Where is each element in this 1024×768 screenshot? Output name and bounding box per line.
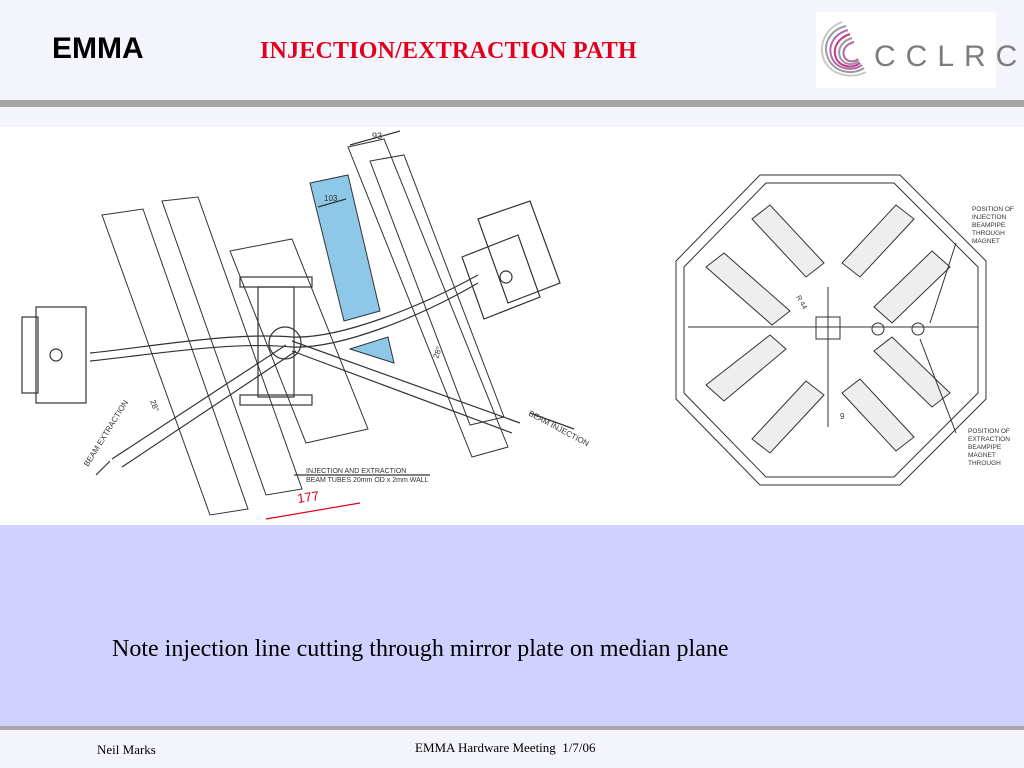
cclrc-swirl-icon bbox=[821, 21, 867, 77]
note-text: Note injection line cutting through mirr… bbox=[112, 636, 729, 662]
extraction-position-label: POSITION OFEXTRACTIONBEAMPIPEMAGNETTHROU… bbox=[968, 428, 1010, 467]
ext-label-line: MAGNET bbox=[968, 452, 996, 459]
tubes-label-line2: BEAM TUBES 20mm OD x 2mm WALL bbox=[306, 477, 429, 484]
coil-block bbox=[841, 378, 915, 452]
r44-label: R 44 bbox=[794, 295, 808, 311]
ext-label-line: BEAMPIPE bbox=[968, 444, 1002, 451]
right-valve bbox=[477, 200, 561, 304]
central-flange bbox=[239, 394, 313, 406]
dim-103-label: 103 bbox=[324, 194, 338, 203]
slide-footer: Neil Marks EMMA Hardware Meeting 1/7/06 bbox=[0, 730, 1024, 768]
left-valve bbox=[21, 316, 39, 394]
coil-block bbox=[705, 334, 787, 402]
magnet-octagon bbox=[675, 174, 987, 486]
slide-header: EMMA INJECTION/EXTRACTION PATH CCLRC bbox=[0, 0, 1024, 100]
dim-line-177 bbox=[265, 502, 361, 520]
central-port bbox=[268, 326, 302, 360]
magnet-block bbox=[369, 154, 505, 426]
dim-93-label: 93 bbox=[372, 131, 382, 141]
magnet-block bbox=[161, 196, 303, 496]
central-beampipe bbox=[815, 316, 841, 340]
inj-label-line: MAGNET bbox=[972, 238, 1000, 245]
magnet-block bbox=[347, 138, 509, 458]
beam-extraction-label: BEAM EXTRACTION bbox=[82, 398, 130, 468]
extraction-arrow bbox=[95, 460, 111, 476]
inj-label-line: THROUGH bbox=[972, 230, 1005, 237]
emma-label: EMMA bbox=[52, 32, 144, 65]
beam-injection-label: BEAM INJECTION bbox=[527, 409, 591, 449]
note-area: Note injection line cutting through mirr… bbox=[0, 525, 1024, 726]
footer-author: Neil Marks bbox=[97, 742, 156, 757]
dim-177-label: 177 bbox=[296, 488, 320, 506]
cclrc-logo-text: CCLRC bbox=[874, 40, 1024, 73]
dim-28-right-label: 28° bbox=[431, 345, 444, 359]
inj-leader bbox=[929, 242, 957, 324]
ext-label-line: POSITION OF bbox=[968, 428, 1010, 435]
magnet-block bbox=[229, 238, 369, 444]
magnet-octagon-inner bbox=[683, 182, 979, 478]
injection-tube bbox=[291, 340, 521, 424]
coil-block bbox=[841, 204, 915, 278]
drawing-canvas: 93 103 28° 28° BEAM EXTRACTION BEAM INJE… bbox=[21, 130, 1014, 520]
coil-block bbox=[873, 250, 951, 324]
dim-line-103 bbox=[317, 198, 347, 208]
footer-divider bbox=[0, 726, 1024, 730]
slide-title: INJECTION/EXTRACTION PATH bbox=[260, 38, 637, 64]
ext-leader bbox=[919, 338, 957, 434]
injection-beampipe bbox=[871, 322, 885, 336]
cclrc-logo: CCLRC bbox=[816, 12, 1017, 88]
right-valve-port bbox=[499, 270, 513, 284]
highlight-wedge bbox=[348, 336, 395, 364]
extraction-tube bbox=[111, 344, 287, 460]
tubes-label-line1: INJECTION AND EXTRACTION bbox=[306, 468, 406, 475]
beam-tube-main bbox=[89, 274, 479, 354]
coil-block bbox=[873, 336, 951, 408]
central-flange bbox=[239, 276, 313, 288]
inj-label-line: POSITION OF bbox=[972, 206, 1014, 213]
coil-block bbox=[751, 380, 825, 454]
injection-tube bbox=[291, 350, 513, 434]
extraction-beampipe bbox=[911, 322, 925, 336]
highlight-block bbox=[309, 174, 381, 322]
right-valve bbox=[461, 234, 541, 320]
magnet-block bbox=[101, 208, 249, 516]
left-valve bbox=[35, 306, 87, 404]
injection-position-label: POSITION OFINJECTIONBEAMPIPETHROUGHMAGNE… bbox=[972, 206, 1014, 245]
inj-label-line: BEAMPIPE bbox=[972, 222, 1006, 229]
left-valve-port bbox=[49, 348, 63, 362]
inj-label-line: INJECTION bbox=[972, 214, 1007, 221]
technical-drawing: 93 103 28° 28° BEAM EXTRACTION BEAM INJE… bbox=[0, 127, 1024, 525]
dim-28-left-label: 28° bbox=[148, 399, 161, 413]
injection-arrow bbox=[529, 412, 575, 430]
dim-9-label: 9 bbox=[840, 412, 845, 421]
ext-label-line: EXTRACTION bbox=[968, 436, 1010, 443]
beam-tube-main bbox=[89, 282, 479, 362]
dim-line-93 bbox=[349, 130, 401, 146]
coil-block bbox=[705, 252, 791, 326]
ext-label-line: THROUGH bbox=[968, 460, 1001, 467]
extraction-tube bbox=[121, 350, 297, 468]
header-divider bbox=[0, 100, 1024, 107]
footer-meeting: EMMA Hardware Meeting 1/7/06 bbox=[415, 740, 596, 755]
coil-block bbox=[751, 204, 825, 278]
